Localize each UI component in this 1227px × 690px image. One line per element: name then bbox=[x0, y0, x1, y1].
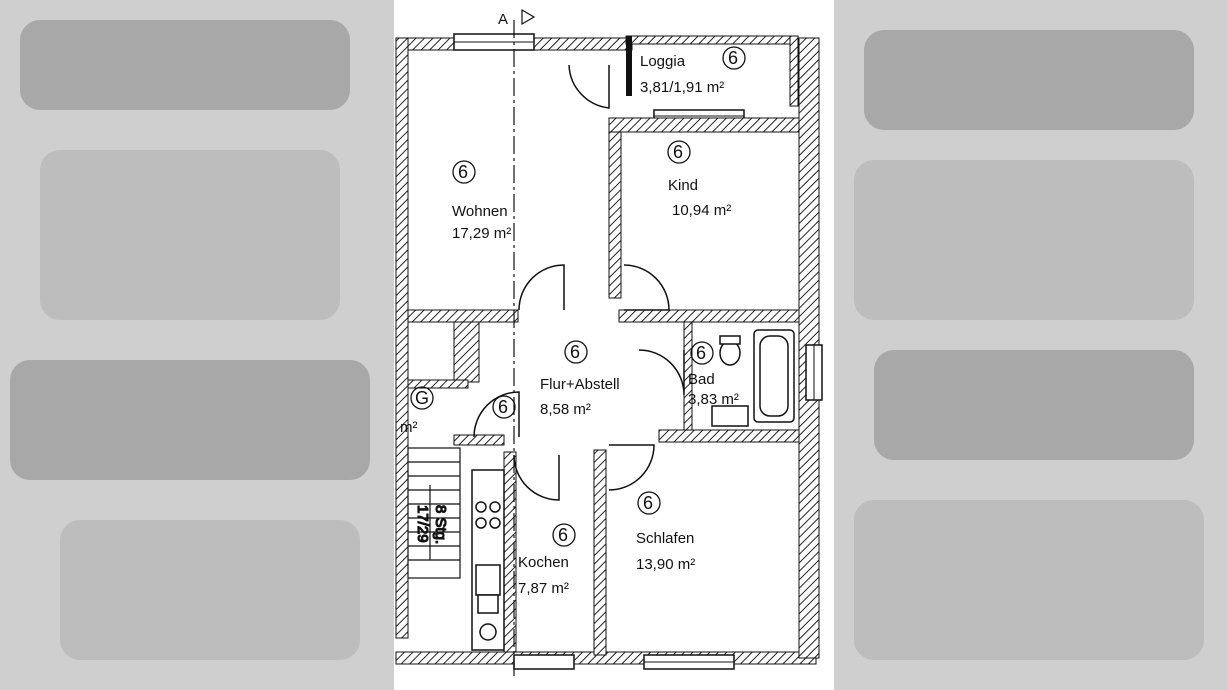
staircase: 8 Stg. 17/29 bbox=[407, 447, 461, 579]
marker-stair-room: G bbox=[415, 388, 429, 408]
room-area-stair-room: m² bbox=[400, 419, 418, 436]
section-line: A bbox=[498, 8, 536, 680]
room-area-schlafen: 13,90 m² bbox=[636, 556, 695, 573]
room-name-bad: Bad bbox=[688, 371, 715, 388]
room-area-kochen: 7,87 m² bbox=[518, 580, 569, 597]
doors bbox=[473, 64, 685, 501]
marker-wohnen: 6 bbox=[458, 162, 468, 182]
room-area-wohnen: 17,29 m² bbox=[452, 225, 511, 242]
blurred-background-right bbox=[834, 0, 1227, 690]
room-area-bad: 3,83 m² bbox=[688, 391, 739, 408]
section-label: A bbox=[498, 11, 508, 28]
marker-kind: 6 bbox=[673, 142, 683, 162]
room-name-loggia: Loggia bbox=[640, 53, 686, 70]
bathroom-fixtures bbox=[711, 329, 795, 427]
room-name-kind: Kind bbox=[668, 177, 698, 194]
room-area-loggia: 3,81/1,91 m² bbox=[640, 79, 724, 96]
marker-kochen: 6 bbox=[558, 525, 568, 545]
room-name-wohnen: Wohnen bbox=[452, 203, 508, 220]
stair-ratio-label: 17/29 bbox=[414, 505, 431, 543]
room-area-flur: 8,58 m² bbox=[540, 401, 591, 418]
room-markers bbox=[410, 46, 746, 547]
room-name-schlafen: Schlafen bbox=[636, 530, 694, 547]
marker-loggia: 6 bbox=[728, 48, 738, 68]
marker-schlafen: 6 bbox=[643, 493, 653, 513]
marker-flur: 6 bbox=[570, 342, 580, 362]
blurred-background-left bbox=[0, 0, 394, 690]
marker-extra: 6 bbox=[498, 397, 508, 417]
stair-steps-label: 8 Stg. bbox=[432, 505, 449, 544]
floor-plan-drawing: A 8 Stg. 17/29 6 bbox=[395, 8, 823, 680]
room-area-kind: 10,94 m² bbox=[672, 202, 731, 219]
interior-walls bbox=[407, 117, 800, 656]
floor-plan: A 8 Stg. 17/29 6 bbox=[394, 0, 834, 690]
kitchen-counter bbox=[471, 469, 505, 651]
room-name-kochen: Kochen bbox=[518, 554, 569, 571]
marker-bad: 6 bbox=[696, 343, 706, 363]
room-name-flur: Flur+Abstell bbox=[540, 376, 620, 393]
